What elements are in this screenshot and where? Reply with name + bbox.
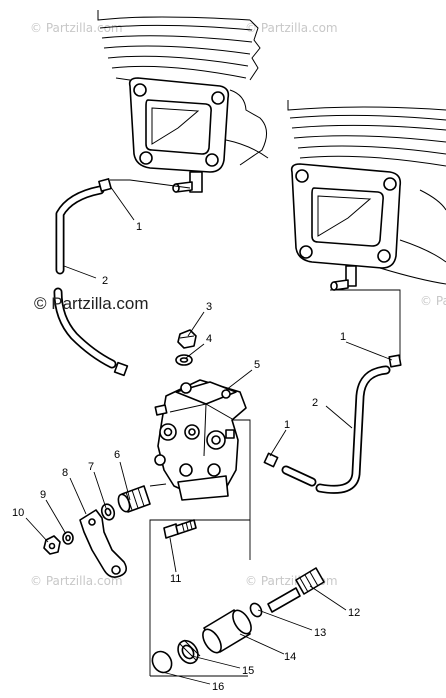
faint-watermarks: © Partzilla.com © Partzilla.com © Partzi…: [30, 21, 446, 588]
watermark-top-right: © Partzilla.com: [245, 21, 338, 35]
drive-gear-15: [177, 639, 201, 665]
sealing-washer: [175, 354, 193, 366]
washer-9: [62, 531, 74, 545]
watermark-main: © Partzilla.com: [34, 294, 149, 313]
callout-10: 10: [12, 507, 24, 519]
callout-8: 8: [62, 467, 68, 479]
watermark-mid-right: © Partzilla.com: [420, 294, 446, 308]
banjo-bolt: [177, 329, 197, 349]
callout-4: 4: [206, 333, 212, 345]
left-exhaust-flange: [128, 77, 230, 193]
callout-12: 12: [348, 607, 360, 619]
shaft-housing: [202, 609, 252, 654]
callout-6: 6: [114, 449, 120, 461]
nut-10: [43, 535, 61, 555]
callout-2-right: 2: [312, 397, 318, 409]
callout-1-right: 1: [340, 331, 346, 343]
watermark-bottom-left: © Partzilla.com: [30, 574, 123, 588]
callout-16: 16: [212, 681, 224, 693]
o-ring-13: [249, 602, 263, 618]
watermark-top-left: © Partzilla.com: [30, 21, 123, 35]
control-lever: [79, 509, 128, 578]
drive-shaft: [267, 567, 325, 613]
left-oil-hose: [53, 178, 129, 377]
leader-lines: [25, 185, 393, 685]
callout-13: 13: [314, 627, 326, 639]
mounting-bolt: [163, 519, 197, 539]
callout-11: 11: [170, 573, 181, 585]
callout-15: 15: [242, 665, 254, 677]
drive-gear-spring: [117, 485, 151, 513]
callout-7: 7: [88, 461, 94, 473]
callout-1-left: 1: [136, 221, 142, 233]
callout-3: 3: [206, 301, 212, 313]
callout-9: 9: [40, 489, 46, 501]
callout-2-left: 2: [102, 275, 108, 287]
oil-pump-body: [149, 379, 247, 501]
right-exhaust-flange: [290, 163, 402, 291]
callout-1-center: 1: [284, 419, 290, 431]
assembly-lines: [110, 179, 401, 677]
callout-14: 14: [284, 651, 296, 663]
left-cylinder: [97, 10, 269, 166]
right-cylinder: [287, 100, 446, 285]
callout-5: 5: [254, 359, 260, 371]
o-ring-16: [151, 650, 173, 674]
callout-labels: 1 2 3 4 5 1 2 1 6 7 8 9 10 11 12 13 14 1…: [12, 221, 360, 693]
right-oil-hose: [263, 354, 402, 494]
